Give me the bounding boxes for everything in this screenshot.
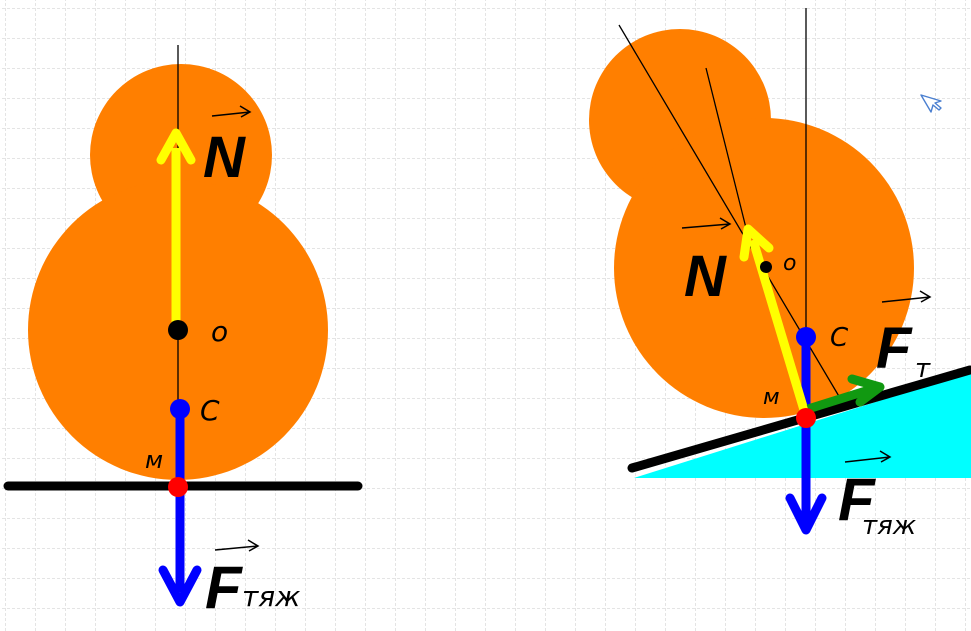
right-center-o-label: o	[783, 251, 796, 276]
right-friction-label: F	[876, 316, 913, 381]
right-gravity-label: F	[838, 466, 876, 533]
left-center-o-point	[168, 320, 188, 340]
left-center-c-label: C	[200, 394, 220, 427]
right-tilted-line-2	[705, 67, 751, 245]
left-normal-label: N	[203, 125, 246, 190]
right-friction-vector-mark	[881, 290, 932, 303]
right-center-c-point	[796, 327, 816, 347]
right-gravity-vector-mark	[844, 450, 892, 463]
left-contact-point	[168, 477, 188, 497]
left-gravity-subscript: тяж	[242, 580, 300, 613]
right-friction-arrow	[806, 374, 885, 414]
right-gravity-arrow	[785, 338, 827, 535]
right-friction-subscript: т	[915, 354, 931, 384]
left-figure: N o C м F тяж	[3, 45, 363, 621]
right-center-c-label: C	[830, 323, 849, 353]
left-gravity-arrow	[158, 410, 202, 607]
right-contact-point	[796, 408, 816, 428]
right-center-o-point	[760, 261, 772, 273]
left-center-c-point	[170, 399, 190, 419]
right-normal-label: N	[684, 244, 727, 309]
left-normal-vector-mark	[211, 105, 252, 118]
left-gravity-label: F	[205, 554, 243, 621]
left-center-o-label: o	[211, 315, 228, 348]
right-contact-label: м	[763, 385, 780, 410]
pointer-arrow-icon	[920, 94, 942, 113]
right-figure: N o C м F т F тяж	[589, 8, 971, 541]
left-gravity-vector-mark	[214, 539, 260, 552]
left-normal-force-arrow	[156, 128, 196, 328]
right-gravity-subscript: тяж	[862, 511, 917, 541]
left-contact-label: м	[145, 446, 163, 474]
right-normal-vector-mark	[681, 217, 732, 230]
